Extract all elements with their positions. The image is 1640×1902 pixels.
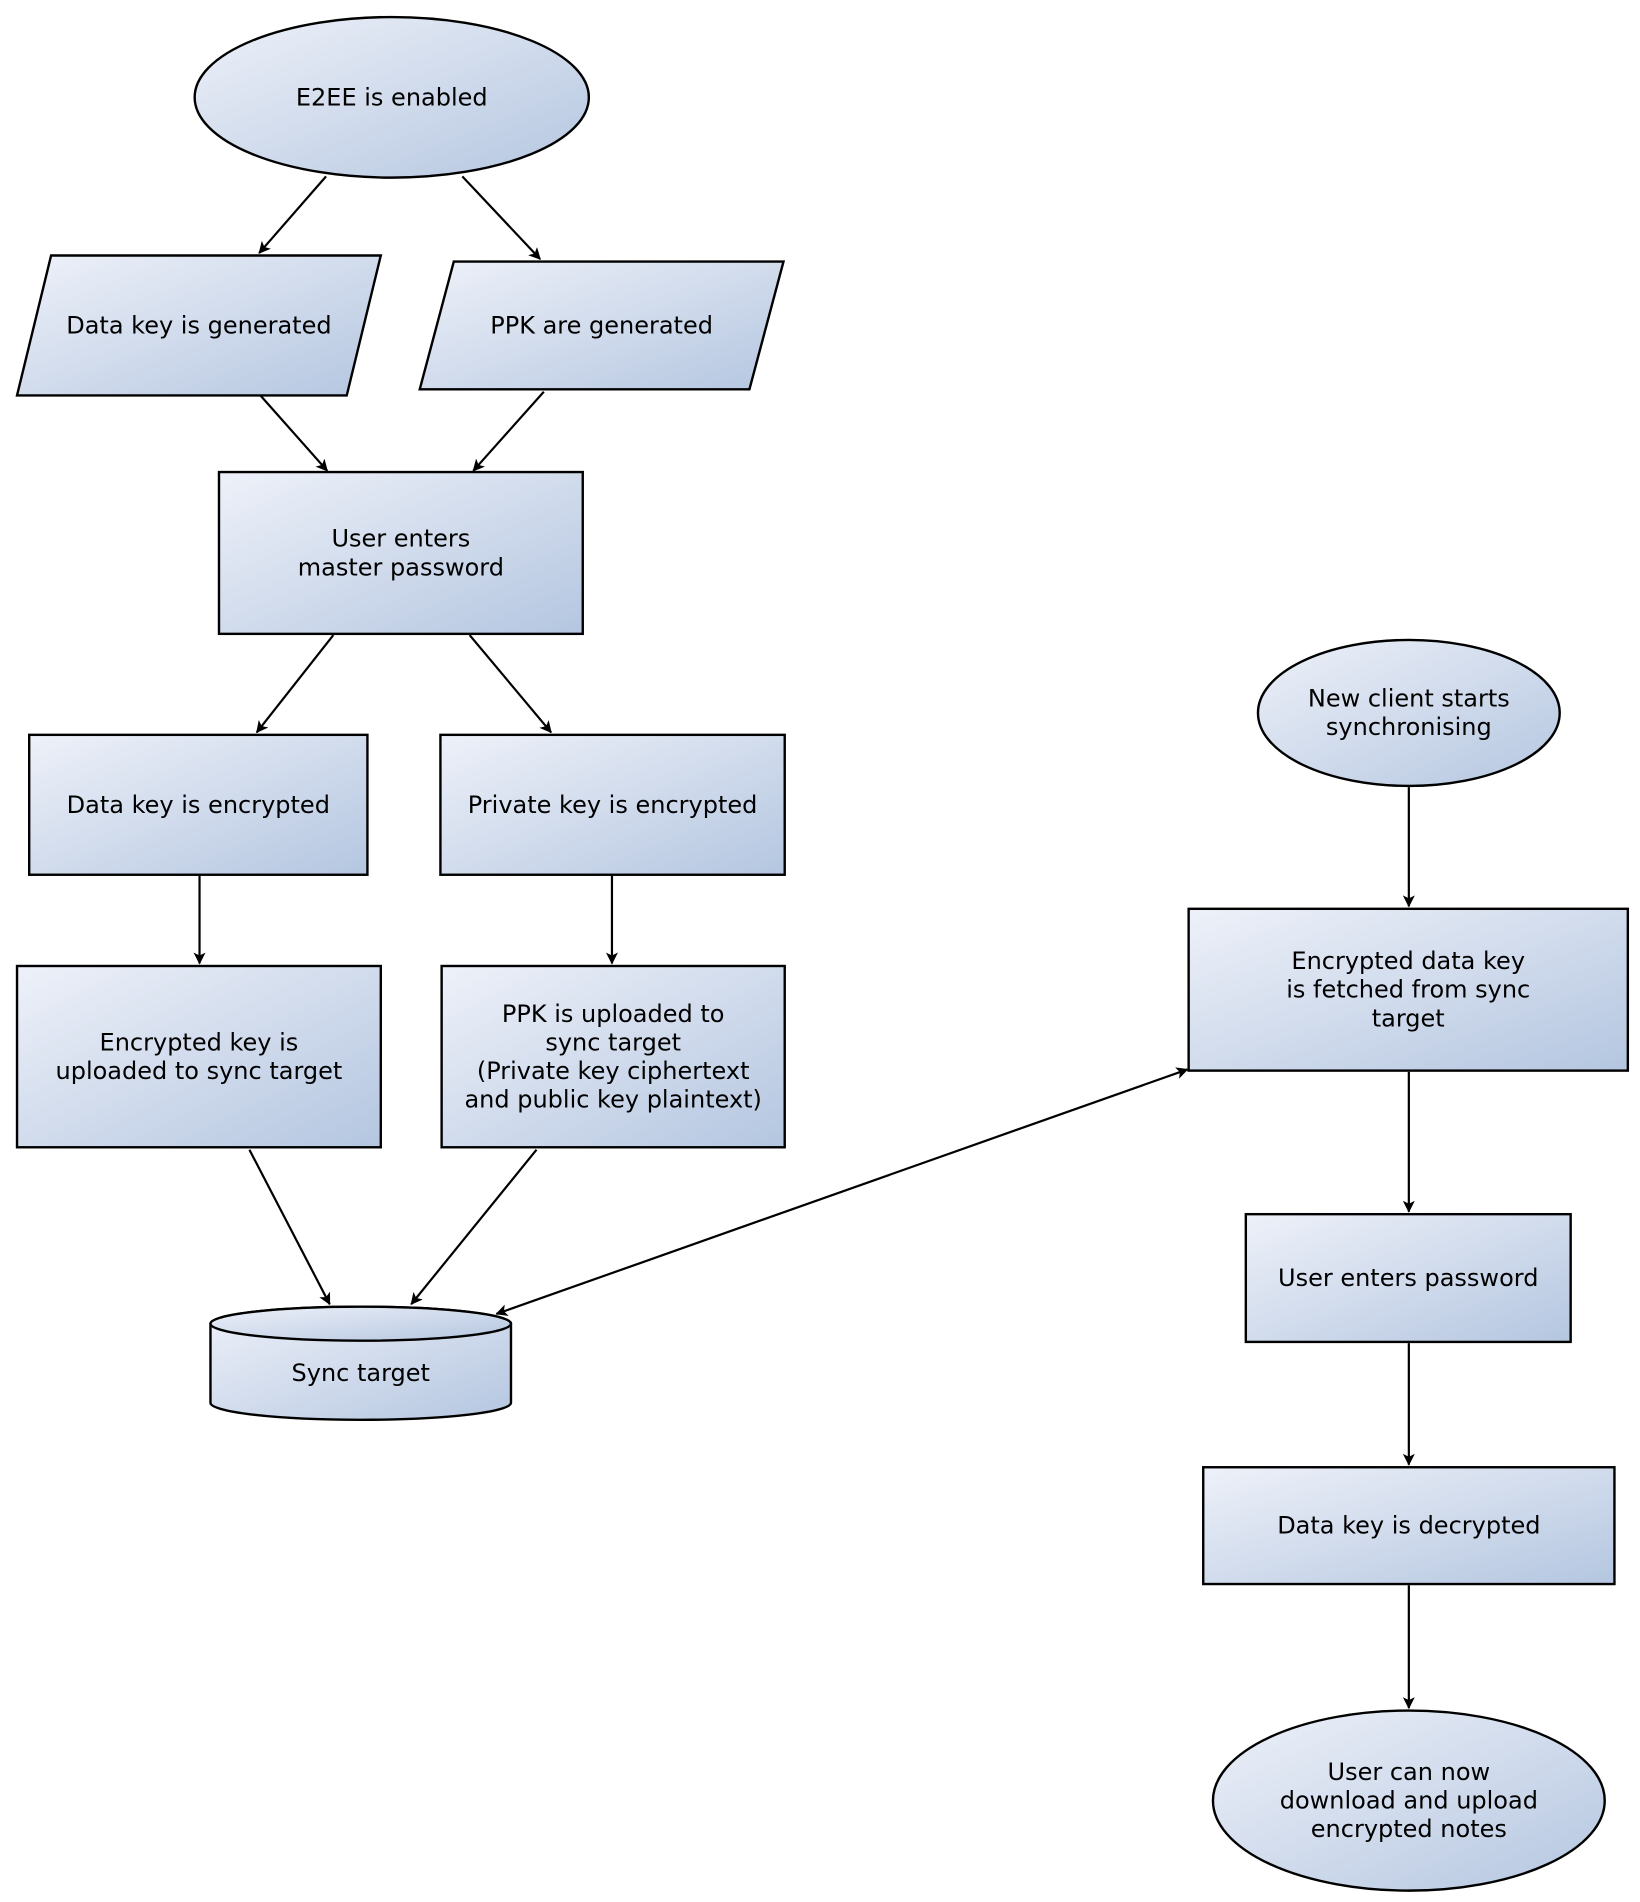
data-key-decrypted-label-line-1: Data key is decrypted [1277,1512,1540,1540]
encrypted-data-key-fetched-label-line-1: Encrypted data key [1291,947,1525,975]
data-key-encrypted-rect [28,733,369,876]
node-data-key-encrypted: Data key is encrypted [28,733,369,876]
node-data-key-generated: Data key is generated [15,254,383,397]
edge-ppk-generated-to-user-enters-master-password [472,391,545,472]
data-key-encrypted-label-line-1: Data key is encrypted [67,791,330,819]
new-client-starts-ellipse [1256,638,1561,788]
private-key-encrypted-label-line-1: Private key is encrypted [468,791,758,819]
node-sync-target: Sync target [209,1305,513,1421]
new-client-starts-label-line-2: synchronising [1326,713,1492,741]
e2ee-enabled-label-line-1: E2EE is enabled [296,83,488,111]
e2ee-enabled-ellipse [193,15,591,179]
data-key-generated-label-line-1: Data key is generated [66,311,331,339]
edges [193,175,1415,1710]
node-private-key-encrypted: Private key is encrypted [439,733,786,876]
encrypted-data-key-fetched-label-line-2: is fetched from sync [1286,976,1530,1004]
user-enters-master-password-label-line-1: User enters [331,525,470,553]
ppk-generated-parallelogram [418,260,786,391]
new-client-starts-label-line-1: New client starts [1308,685,1510,713]
user-can-now-ellipse [1211,1709,1606,1892]
edge-user-enters-master-password-to-data-key-encrypted [255,634,335,734]
node-ppk-generated: PPK are generated [418,260,786,391]
ppk-uploaded-label-line-2: sync target [545,1028,681,1056]
ppk-uploaded-label-line-4: and public key plaintext) [464,1086,761,1114]
user-enters-master-password-label-line-2: master password [298,553,504,581]
user-enters-master-password-rect [217,470,584,636]
encrypted-key-uploaded-rect [15,964,382,1149]
edge-ppk-uploaded-to-sync-target [410,1149,538,1305]
user-enters-password-rect [1244,1212,1572,1344]
sync-target-label-line-1: Sync target [292,1359,430,1387]
sync-target-cylinder-top [209,1305,513,1342]
node-user-enters-password: User enters password [1244,1212,1572,1344]
user-can-now-label-line-3: encrypted notes [1311,1815,1507,1843]
ppk-uploaded-label-line-1: PPK is uploaded to [502,1000,725,1028]
user-can-now-label-line-2: download and upload [1280,1787,1538,1815]
node-e2ee-enabled: E2EE is enabled [193,15,591,179]
node-data-key-decrypted: Data key is decrypted [1202,1466,1616,1586]
encrypted-data-key-fetched-label-line-3: target [1372,1004,1445,1032]
private-key-encrypted-rect [439,733,786,876]
encrypted-data-key-fetched-rect [1187,907,1630,1072]
data-key-generated-parallelogram [15,254,383,397]
ppk-generated-label-line-1: PPK are generated [490,311,713,339]
edge-sync-target-to-encrypted-data-key-fetched [495,1067,1189,1316]
ppk-uploaded-label-line-3: (Private key ciphertext [477,1057,750,1085]
user-enters-password-label-line-1: User enters password [1278,1264,1538,1292]
encrypted-key-uploaded-label-line-2: uploaded to sync target [56,1057,343,1085]
edge-e2ee-enabled-to-ppk-generated [461,175,541,260]
edge-e2ee-enabled-to-data-key-generated [258,175,327,254]
edge-data-key-generated-to-user-enters-master-password [259,394,329,472]
edge-encrypted-key-uploaded-to-sync-target [248,1149,331,1306]
encrypted-key-uploaded-label-line-1: Encrypted key is [100,1028,299,1056]
ppk-uploaded-rect [440,964,786,1149]
edge-user-enters-master-password-to-private-key-encrypted [468,634,552,734]
user-can-now-label-line-1: User can now [1328,1758,1491,1786]
data-key-decrypted-rect [1202,1466,1616,1586]
